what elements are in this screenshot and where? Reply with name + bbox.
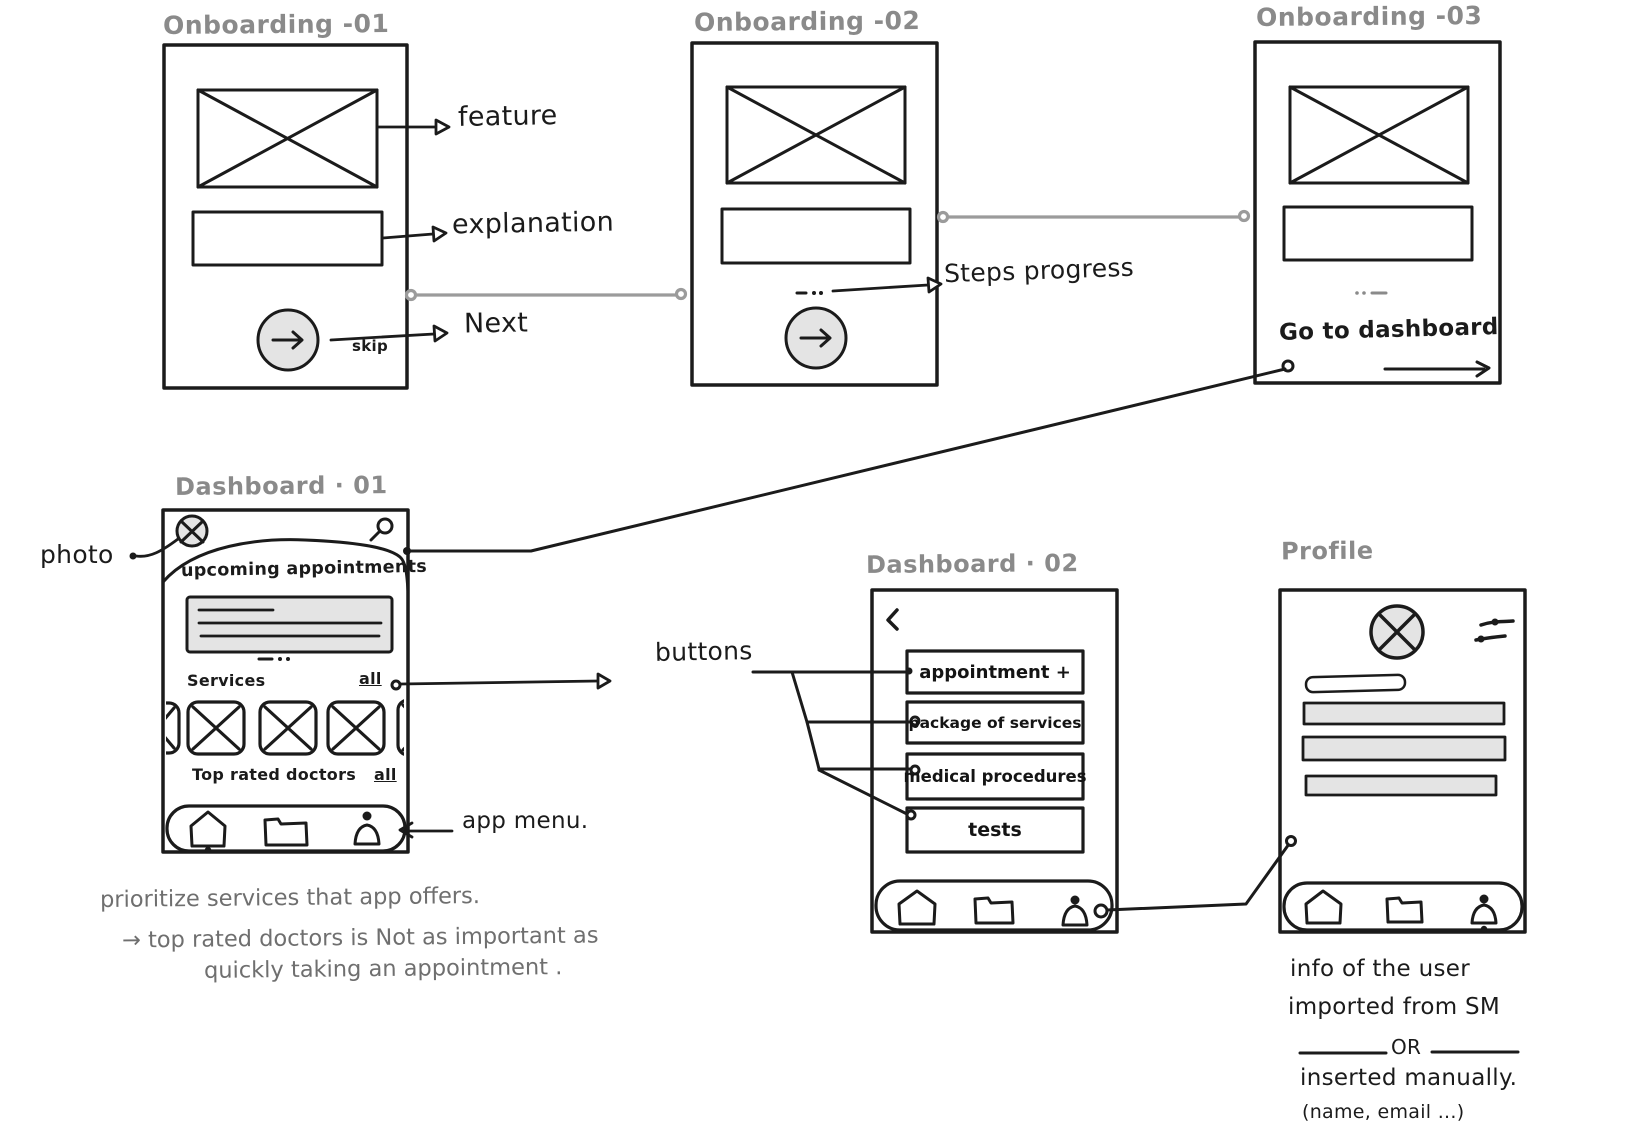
home-icon[interactable] — [1304, 889, 1343, 925]
phone-frame — [162, 43, 409, 390]
explanation-box — [1282, 205, 1474, 262]
app-menu-arrow — [398, 821, 454, 839]
connector-anchor — [1093, 903, 1109, 919]
app-menu-annotation: app menu. — [462, 808, 589, 834]
back-chevron-icon[interactable] — [886, 608, 899, 631]
steps-progress-dots — [1355, 291, 1388, 295]
top-rated-doctors-label: Top rated doctors — [192, 765, 357, 784]
feature-arrow — [375, 118, 451, 136]
folder-icon[interactable] — [1385, 896, 1424, 924]
all-link-anchor — [390, 679, 402, 691]
top-rated-all-link[interactable]: all — [373, 765, 397, 784]
onboarding-1-title: Onboarding -01 — [162, 9, 390, 40]
tests-button[interactable] — [905, 806, 1085, 854]
photo-connector — [129, 537, 180, 560]
next-annotation: Next — [463, 307, 529, 340]
dashboard-1-title: Dashboard · 01 — [174, 471, 388, 501]
profile-icon[interactable] — [1470, 894, 1498, 933]
user-avatar[interactable] — [175, 514, 209, 548]
top-rated-doctors-row: Top rated doctors all — [192, 765, 397, 784]
flow-connector-on2-on3 — [936, 209, 1251, 224]
all-to-buttons-arrow — [399, 672, 612, 690]
carousel-dots — [257, 657, 290, 661]
feature-image-placeholder — [1288, 85, 1470, 185]
sketch-note-line1: prioritize services that app offers. — [99, 883, 481, 913]
profile-note-line2: imported from SM — [1288, 994, 1501, 1020]
bottom-nav — [874, 879, 1114, 932]
name-field-outline[interactable] — [1304, 673, 1407, 694]
photo-annotation: photo — [40, 540, 114, 569]
onboarding-3-screen — [1253, 40, 1502, 385]
flow-connector-dashboard2-profile — [1105, 835, 1297, 912]
explanation-box — [191, 210, 384, 267]
home-icon[interactable] — [897, 889, 937, 926]
dashboard-2-screen — [870, 588, 1119, 934]
profile-title: Profile — [1280, 536, 1374, 566]
settings-sliders-icon[interactable] — [1474, 618, 1515, 643]
services-label: Services — [187, 671, 266, 690]
profile-icon[interactable] — [353, 811, 381, 846]
sketch-note-line3: quickly taking an appointment . — [203, 954, 563, 984]
phone-frame — [870, 588, 1119, 934]
profile-screen — [1278, 588, 1527, 934]
next-arrow — [329, 324, 449, 343]
explanation-arrow — [381, 225, 448, 243]
dashboard-2-title: Dashboard · 02 — [865, 549, 1079, 579]
buttons-annotation: buttons — [654, 636, 753, 667]
info-field-1[interactable] — [1302, 701, 1506, 726]
folder-icon[interactable] — [973, 896, 1015, 925]
services-all-link[interactable]: all — [359, 669, 382, 688]
sketch-note-line2: → top rated doctors is Not as important … — [121, 922, 599, 954]
buttons-fanout-connector — [751, 670, 913, 816]
package-of-services-button-label[interactable]: package of services — [908, 713, 1082, 732]
services-carousel[interactable] — [135, 699, 450, 756]
appointment-card[interactable] — [185, 595, 394, 654]
flow-connector-on1-on2 — [404, 287, 688, 302]
feature-annotation: feature — [457, 100, 558, 133]
steps-progress-dots — [795, 291, 823, 295]
medical-procedures-button[interactable] — [905, 752, 1085, 801]
flow-connector-on3-dashboard1 — [403, 367, 1287, 555]
appointment-button-label[interactable]: appointment + — [919, 661, 1071, 683]
info-field-3[interactable] — [1304, 774, 1498, 797]
explanation-box — [720, 207, 912, 265]
phone-frame — [1253, 40, 1502, 385]
folder-icon[interactable] — [263, 817, 309, 847]
profile-note-line4: (name, email ...) — [1302, 1101, 1465, 1123]
phone-frame — [690, 41, 939, 387]
next-button[interactable] — [256, 308, 320, 372]
bottom-nav — [1282, 881, 1524, 932]
feature-image-placeholder — [725, 85, 907, 185]
next-button[interactable] — [784, 306, 848, 370]
explanation-annotation: explanation — [451, 206, 615, 241]
feature-image-placeholder — [196, 88, 379, 189]
search-icon[interactable] — [369, 517, 394, 542]
onboarding-3-title: Onboarding -03 — [1255, 1, 1483, 32]
or-divider-lines — [1298, 1050, 1520, 1055]
profile-note-line1: info of the user — [1290, 956, 1470, 982]
sheet-swoosh — [161, 538, 410, 593]
profile-icon[interactable] — [1061, 895, 1089, 927]
go-to-dashboard-arrow-icon[interactable] — [1383, 360, 1491, 378]
medical-procedures-button-label[interactable]: medical procedures — [903, 767, 1087, 786]
onboarding-2-screen — [690, 41, 939, 387]
phone-frame — [1278, 588, 1527, 934]
dashboard-1-screen — [135, 508, 450, 854]
connector-anchor — [905, 667, 913, 675]
home-icon[interactable] — [189, 810, 227, 854]
tests-button-label[interactable]: tests — [968, 819, 1022, 841]
user-avatar[interactable] — [1369, 604, 1425, 660]
profile-note-line3: inserted manually. — [1300, 1065, 1518, 1091]
steps-progress-arrow — [831, 276, 943, 294]
info-field-2[interactable] — [1301, 735, 1507, 762]
onboarding-2-title: Onboarding -02 — [693, 6, 921, 37]
profile-note-or: OR — [1391, 1035, 1422, 1059]
skip-link[interactable]: skip — [352, 337, 388, 355]
